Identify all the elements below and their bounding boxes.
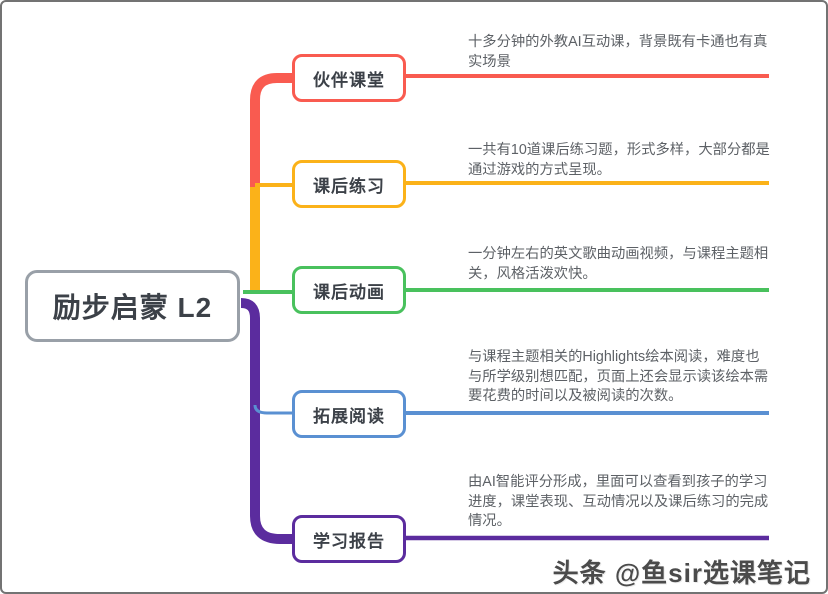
topic-node-study-report[interactable]: 学习报告 — [292, 515, 406, 563]
topic-node-after-class-practice[interactable]: 课后练习 — [292, 160, 406, 208]
description-extended-reading[interactable]: 与课程主题相关的Highlights绘本阅读，难度也与所学级别想匹配，页面上还会… — [468, 349, 769, 404]
topic-node-after-class-animation[interactable]: 课后动画 — [292, 266, 406, 314]
branch-trunk-purple — [240, 298, 292, 544]
branch-trunk-red — [250, 73, 292, 192]
central-topic-node[interactable]: 励步启蒙 L2 — [25, 270, 240, 342]
description-after-class-animation[interactable]: 一分钟左右的英文歌曲动画视频，与课程主题相关，风格活泼欢快。 — [468, 246, 769, 282]
description-partner-class[interactable]: 十多分钟的外教AI互动课，背景既有卡通也有真实场景 — [468, 34, 768, 70]
watermark-text: 头条 @鱼sir选课笔记 — [552, 558, 811, 588]
topic-node-extended-reading[interactable]: 拓展阅读 — [292, 390, 406, 438]
description-study-report[interactable]: 由AI智能评分形成，里面可以查看到孩子的学习进度，课堂表现、互动情况以及课后练习… — [468, 474, 769, 529]
description-after-class-practice[interactable]: 一共有10道课后练习题，形式多样，大部分都是通过游戏的方式呈现。 — [468, 142, 770, 178]
branch-connector-blue — [253, 404, 292, 415]
topic-node-partner-class[interactable]: 伙伴课堂 — [292, 54, 406, 102]
